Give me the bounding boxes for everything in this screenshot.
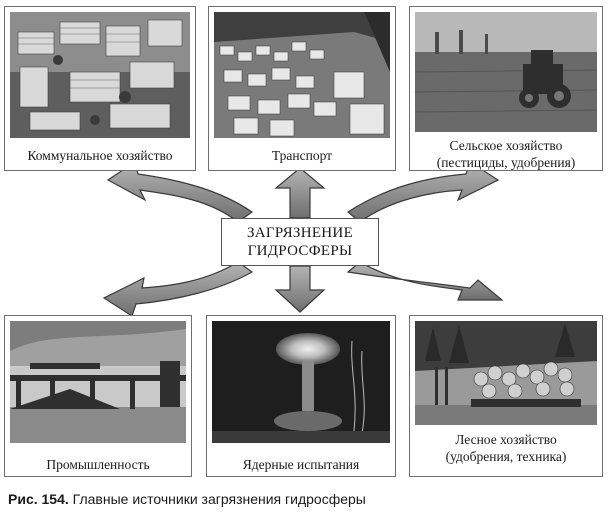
city-buildings-photo — [10, 12, 190, 138]
figure-number: Рис. 154. — [8, 491, 69, 507]
central-topic: ЗАГРЯЗНЕНИЕ ГИДРОСФЕРЫ — [221, 218, 379, 266]
traffic-jam-photo — [214, 12, 390, 138]
arrow-to-communal — [106, 161, 254, 223]
label-nuclear: Ядерные испытания — [242, 457, 360, 472]
industrial-plant-photo — [10, 321, 186, 443]
card-communal: Коммунальное хозяйство — [4, 6, 196, 171]
arrow-to-forestry — [346, 261, 504, 301]
label-industry: Промышленность — [46, 457, 150, 472]
arrow-to-agriculture — [346, 161, 500, 223]
tractor-field-photo — [415, 12, 597, 132]
arrow-to-industry — [102, 261, 254, 317]
nuclear-explosion-photo — [212, 321, 390, 443]
card-forestry: Лесное хозяйство (удобрения, техника) — [409, 315, 603, 477]
arrow-to-transport — [274, 167, 326, 219]
timber-logging-photo — [415, 321, 597, 425]
arrow-to-nuclear — [274, 265, 326, 313]
label-agriculture: Сельское хозяйство (пестициды, удобрения… — [436, 138, 576, 170]
label-communal: Коммунальное хозяйство — [27, 148, 173, 163]
card-agriculture: Сельское хозяйство (пестициды, удобрения… — [409, 6, 603, 171]
card-industry: Промышленность — [4, 315, 192, 477]
figure-title: Главные источники загрязнения гидросферы — [72, 491, 366, 507]
label-forestry: Лесное хозяйство (удобрения, техника) — [445, 432, 567, 464]
figure-caption: Рис. 154. Главные источники загрязнения … — [8, 491, 366, 507]
card-transport: Транспорт — [208, 6, 396, 171]
card-nuclear: Ядерные испытания — [206, 315, 396, 477]
label-transport: Транспорт — [271, 148, 333, 163]
